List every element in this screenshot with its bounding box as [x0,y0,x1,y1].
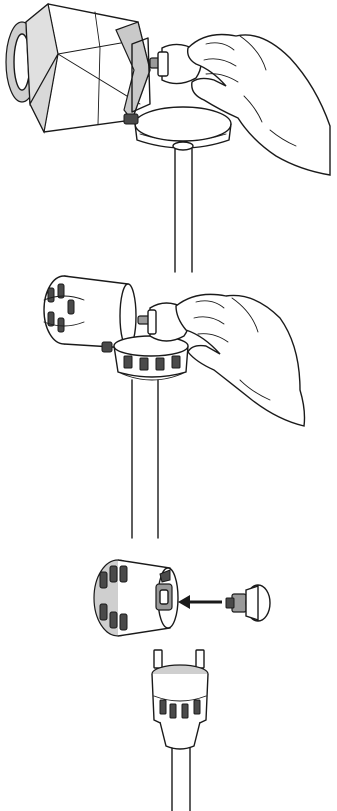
step-1-hand [186,33,331,176]
step-3-lamp-head [93,559,179,637]
step-3-collar-and-pole [151,649,209,811]
step-3-arrow [178,595,222,609]
step-1-base-and-pole [123,106,232,273]
step-2-lamp-head [43,275,137,353]
step-2-collar-and-pole [113,335,189,539]
step-2-hand [175,293,306,427]
step-3-bulb [225,584,271,622]
step-1-lamp-head [5,2,151,134]
